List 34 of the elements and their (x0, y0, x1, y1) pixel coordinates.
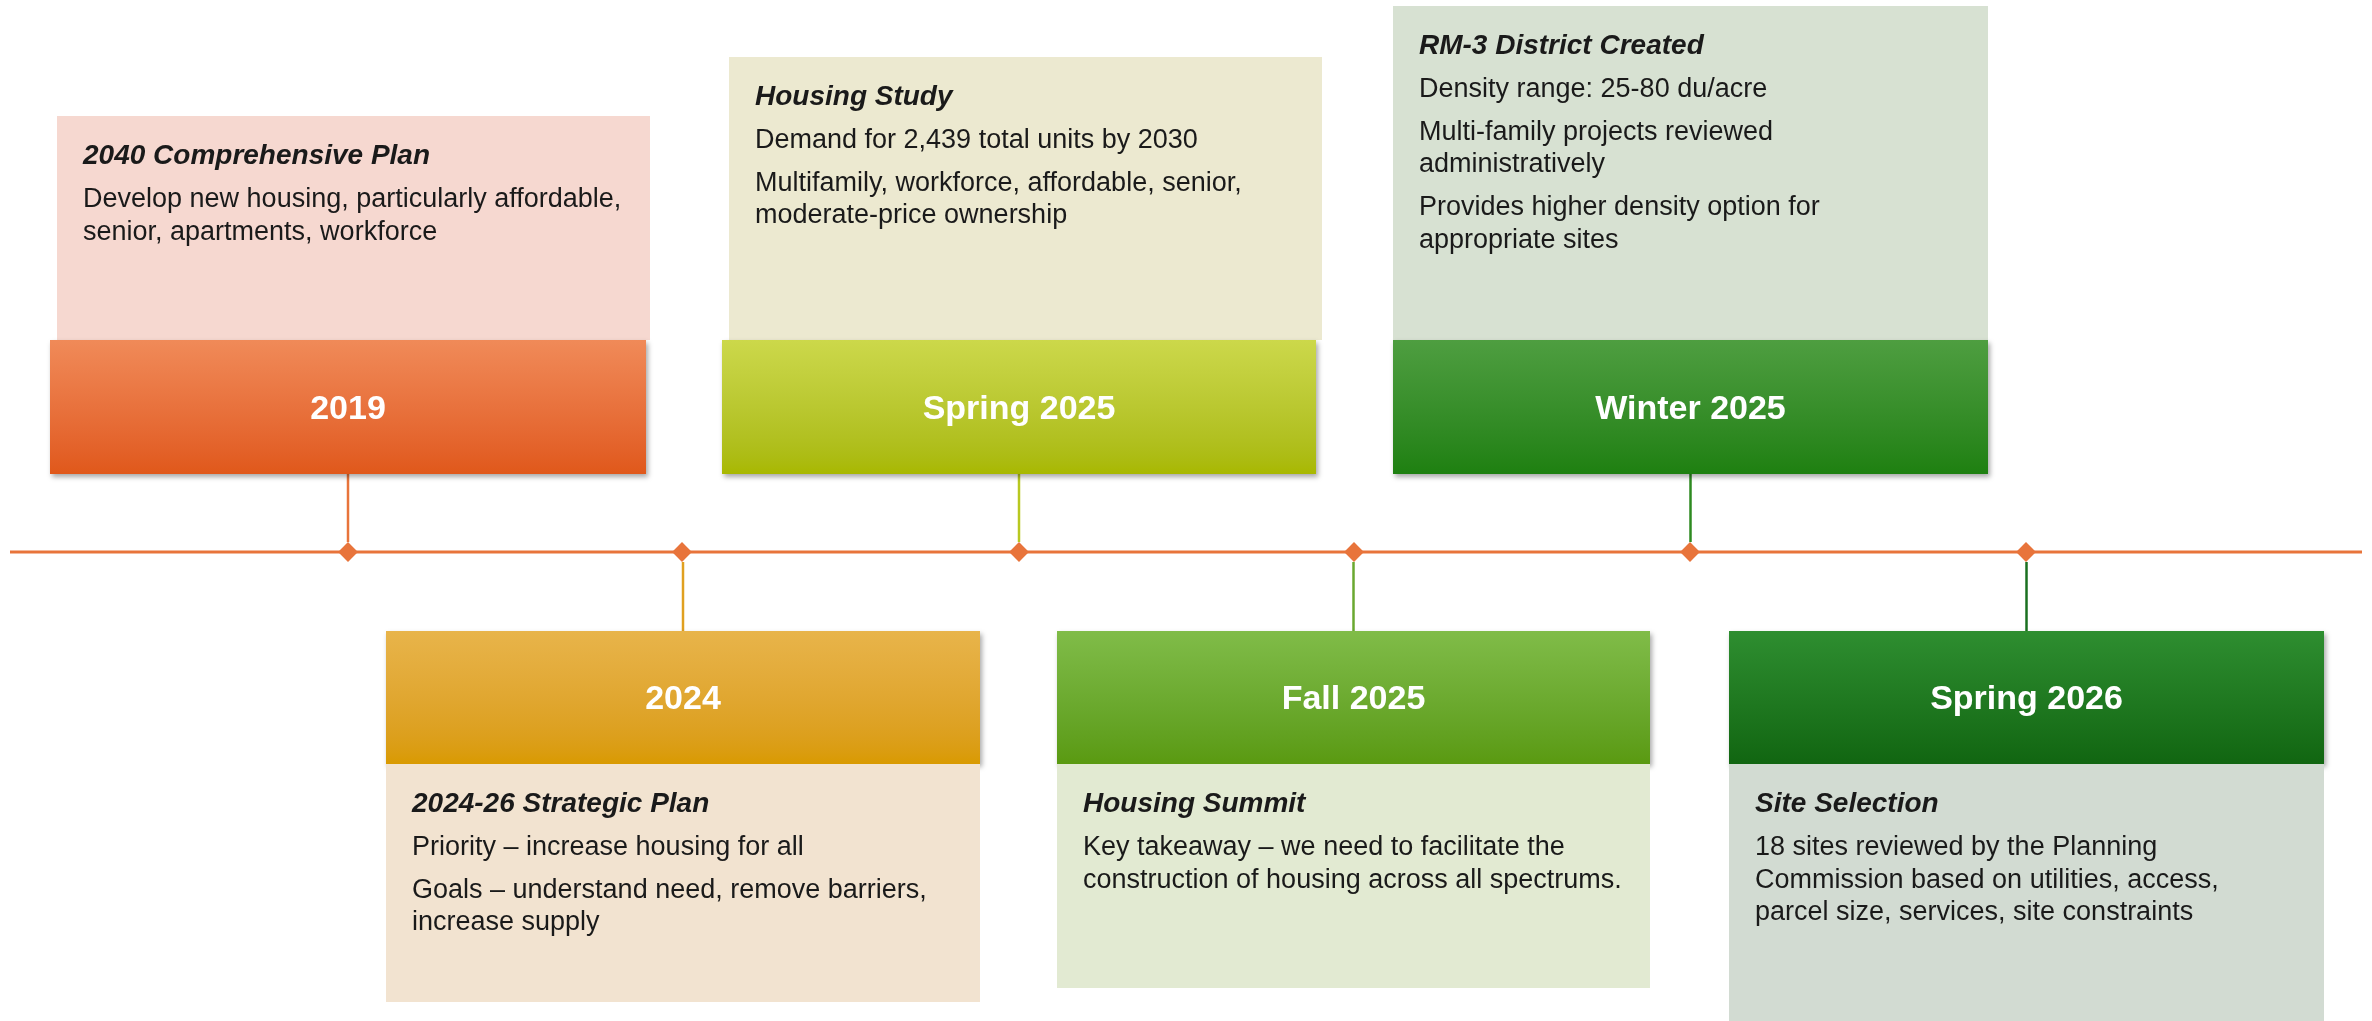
year-bar: Spring 2025 (722, 340, 1316, 474)
milestone-card (1729, 764, 2324, 1021)
milestone-card (1057, 764, 1650, 988)
milestone-card (729, 57, 1322, 340)
milestone-card (57, 116, 650, 340)
card-heading: Housing Study (755, 79, 955, 113)
card-heading: Site Selection (1755, 786, 1940, 820)
card-text: Goals – understand need, remove barriers, increase supply (412, 872, 928, 939)
card-text: Demand for 2,439 total units by 2030 (755, 122, 1199, 156)
year-bar: Spring 2026 (1729, 631, 2324, 764)
card-text: 18 sites reviewed by the Planning Commission based on utilities, access, parcel size, services, site constraints (1755, 829, 2220, 929)
connector-line (1689, 474, 1692, 542)
connector-line (1017, 474, 1021, 542)
year-bar: 2019 (50, 340, 646, 474)
milestone-card (1393, 6, 1988, 340)
connector-line (681, 562, 685, 631)
year-bar: 2024 (386, 631, 980, 764)
card-text: Priority – increase housing for all (412, 829, 805, 863)
year-bar: Fall 2025 (1057, 631, 1650, 764)
card-text: Density range: 25-80 du/acre (1419, 71, 1769, 105)
card-heading: 2024-26 Strategic Plan (412, 786, 711, 820)
card-heading: Housing Summit (1083, 786, 1308, 820)
connector-line (2025, 562, 2028, 631)
milestone-card (386, 764, 980, 1002)
card-text: Multi-family projects reviewed administratively (1419, 114, 1775, 181)
connector-line (1352, 562, 1355, 631)
card-heading: RM-3 District Created (1419, 28, 1706, 62)
card-text: Key takeaway – we need to facilitate the construction of housing across all spectrums. (1083, 829, 1623, 896)
card-text: Develop new housing, particularly affordable, senior, apartments, workforce (83, 181, 623, 248)
card-heading: 2040 Comprehensive Plan (83, 138, 432, 172)
year-bar: Winter 2025 (1393, 340, 1988, 474)
card-text: Multifamily, workforce, affordable, senior, moderate-price ownership (755, 165, 1243, 232)
card-text: Provides higher density option for appropriate sites (1419, 190, 1821, 257)
connector-line (346, 474, 350, 542)
